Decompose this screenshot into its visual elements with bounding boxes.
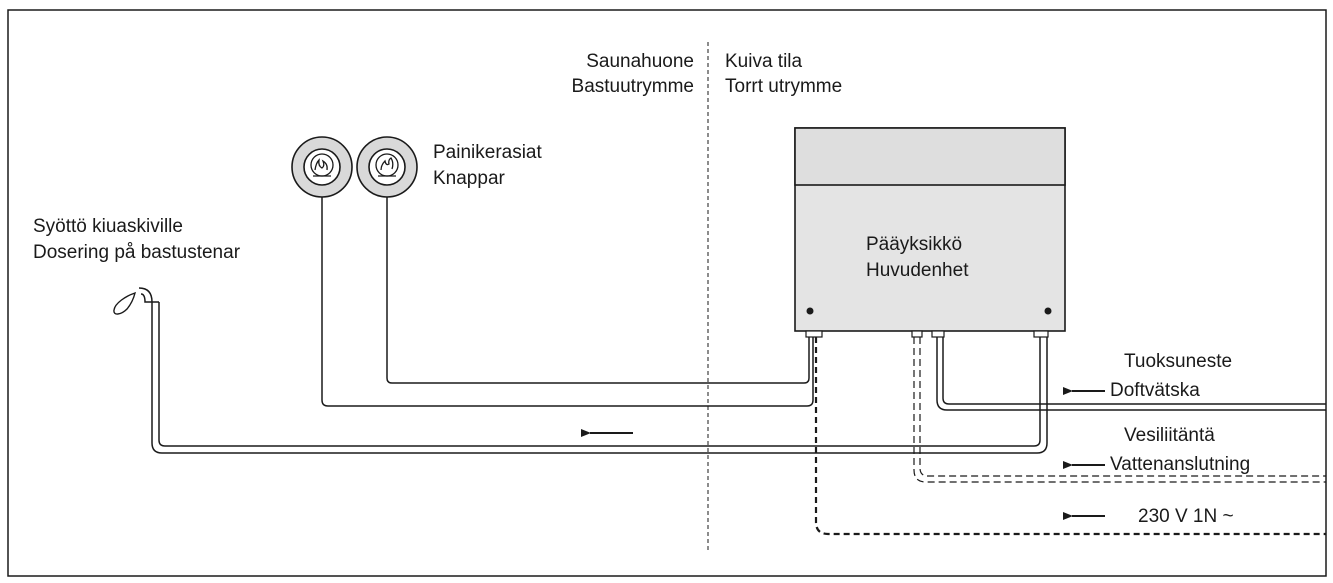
fragrance-label-sv: Doftvätska [1110,380,1200,401]
fragrance-hose-inner [942,337,1326,405]
buttons-label-sv: Knappar [433,168,506,189]
water-label-sv: Vattenanslutning [1110,454,1250,475]
fragrance-hose-outer [936,337,1326,411]
dosing-label-sv: Dosering på bastustenar [33,242,241,263]
screw-right [1044,307,1052,315]
dosing-hose-outer [138,287,1048,454]
main-unit-label-fi: Pääyksikkö [866,234,962,255]
wave-button-icon [310,153,334,177]
drop-button [356,136,418,198]
power-label: 230 V 1N ~ [1138,506,1234,527]
dosing-hose-inner-line [140,293,1041,447]
main-unit [794,127,1066,338]
button-cable-drop [386,197,810,384]
water-hose-outer [913,337,1326,483]
dosing-label-fi: Syöttö kiuaskiville [33,216,183,237]
connector-right [1033,330,1049,338]
drop-button-icon [375,153,399,177]
connector-left [805,330,823,338]
wet-zone-label-fi: Saunahuone [586,51,694,72]
dry-zone-label-fi: Kuiva tila [725,51,803,72]
wet-zone-label-sv: Bastuutrymme [572,76,694,97]
dry-zone-label-sv: Torrt utrymme [725,76,842,97]
wave-button [291,136,353,198]
water-hose-inner [919,337,1326,477]
connector-water [911,330,923,338]
power-cable [814,337,1326,536]
diagram-frame [7,9,1327,577]
screw-left [806,307,814,315]
water-label-fi: Vesiliitäntä [1124,425,1215,446]
main-unit-label-sv: Huvudenhet [866,260,969,281]
connector-mid [931,330,945,338]
button-cable-wave [321,197,814,407]
buttons-label-fi: Painikerasiat [433,142,542,163]
fragrance-label-fi: Tuoksuneste [1124,351,1232,372]
drop-icon [113,291,136,315]
